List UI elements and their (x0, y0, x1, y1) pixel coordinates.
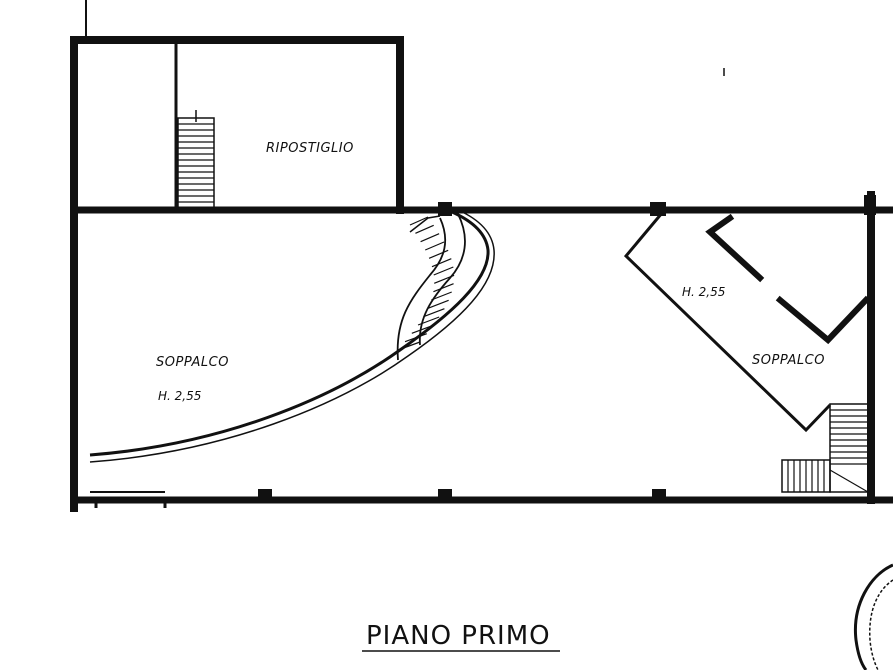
drawing-title: PIANO PRIMO (366, 621, 551, 651)
soppalco-right-walls (623, 212, 871, 433)
room-label-soppalco-right: SOPPALCO (752, 353, 825, 368)
ripostiglio-stair (177, 110, 215, 209)
spiral-stair (396, 213, 466, 361)
main-wall-top (70, 191, 893, 504)
soppalco-curved-edge (89, 209, 495, 463)
main-wall-bottom (70, 489, 893, 508)
room-label-ripostiglio: RIPOSTIGLIO (266, 141, 354, 156)
height-label-right: H. 2,55 (682, 285, 725, 299)
ripostiglio-walls (70, 36, 404, 512)
soppalco-right-stair (781, 403, 869, 493)
height-label-left: H. 2,55 (158, 389, 201, 403)
room-label-soppalco-left: SOPPALCO (156, 355, 229, 370)
stamp-seal (853, 563, 893, 670)
